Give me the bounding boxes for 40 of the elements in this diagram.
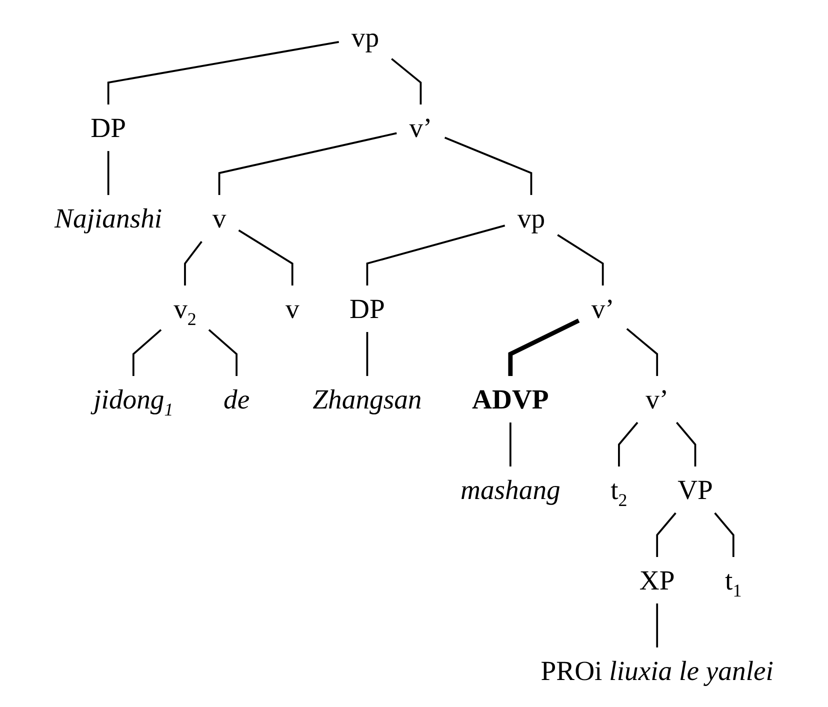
connector <box>184 240 202 285</box>
node-text: v’ <box>646 383 669 414</box>
node-text: v <box>212 202 226 234</box>
connector <box>238 229 294 285</box>
connector <box>391 58 422 104</box>
node-text: DP <box>90 112 126 143</box>
connector <box>208 328 238 376</box>
node-text: t$_{2}$ <box>610 474 628 510</box>
node-text: v’ <box>591 292 614 324</box>
node-text: Najianshi <box>54 202 162 234</box>
connector <box>676 421 696 466</box>
connector <box>508 318 580 376</box>
node-text: mashang <box>460 474 560 505</box>
node-text: t$_{1}$ <box>725 564 742 601</box>
connector <box>626 328 658 376</box>
node-text: PROi liuxia le yanlei <box>540 654 774 686</box>
connector <box>656 602 658 647</box>
node-text: de <box>224 383 250 414</box>
connector <box>107 150 110 195</box>
connector <box>557 234 604 285</box>
connector <box>107 40 340 104</box>
node-text: DP <box>350 292 385 324</box>
connector <box>132 328 162 376</box>
connector <box>509 422 512 466</box>
node-text: Zhangsan <box>312 383 422 414</box>
node-text: ADVP <box>472 383 549 414</box>
node-text: vp <box>517 202 546 234</box>
node-text: VP <box>678 474 713 505</box>
node-text: v$_{2}$ <box>174 292 196 330</box>
node-text: XP <box>639 564 675 596</box>
connector <box>656 512 676 556</box>
node-text: v’ <box>409 112 432 143</box>
node-text: v <box>285 292 300 324</box>
node-text: vp <box>351 21 380 53</box>
connector <box>366 224 506 285</box>
connector <box>366 332 368 376</box>
connector <box>618 421 638 466</box>
connector <box>218 132 397 195</box>
connector <box>714 512 734 556</box>
connector <box>444 136 532 195</box>
